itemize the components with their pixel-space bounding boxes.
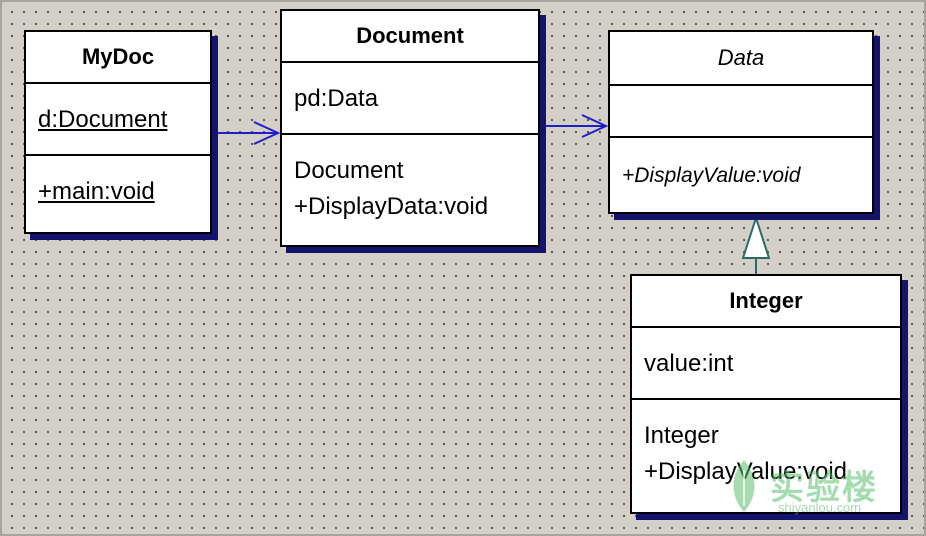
generalization-triangle-icon	[741, 214, 771, 259]
operations-document: Document +DisplayData:void	[282, 133, 538, 245]
leaf-logo-icon	[733, 460, 755, 512]
attributes-mydoc: d:Document	[26, 82, 210, 154]
operation-row: Document	[294, 157, 404, 184]
attribute-row: pd:Data	[294, 85, 379, 112]
class-box-document[interactable]: Document pd:Data Document +DisplayData:v…	[280, 9, 540, 247]
class-name-document: Document	[356, 23, 464, 48]
attribute-row: value:int	[644, 350, 734, 377]
watermark: 实验楼 shiyanlou.com	[720, 454, 900, 520]
operations-data: +DisplayValue:void	[610, 136, 872, 212]
association-arrowhead-data	[581, 114, 609, 138]
operation-row: +main:void	[38, 178, 155, 205]
class-name-data: Data	[717, 45, 765, 70]
class-box-data[interactable]: Data +DisplayValue:void	[608, 30, 874, 214]
watermark-subtext: shiyanlou.com	[778, 500, 862, 515]
watermark-text: 实验楼	[770, 469, 878, 507]
operation-row: +DisplayValue:void	[622, 164, 801, 187]
attributes-document: pd:Data	[282, 61, 538, 133]
association-arrowhead-document	[253, 121, 281, 145]
class-box-mydoc[interactable]: MyDoc d:Document +main:void	[24, 30, 212, 234]
operation-row: Integer	[644, 422, 719, 449]
attributes-integer: value:int	[632, 326, 900, 398]
operations-mydoc: +main:void	[26, 154, 210, 232]
operation-row: +DisplayData:void	[294, 193, 489, 220]
attributes-data	[610, 84, 872, 136]
class-name-integer: Integer	[729, 288, 803, 313]
class-name-mydoc: MyDoc	[81, 44, 155, 69]
attribute-row: d:Document	[38, 106, 168, 133]
